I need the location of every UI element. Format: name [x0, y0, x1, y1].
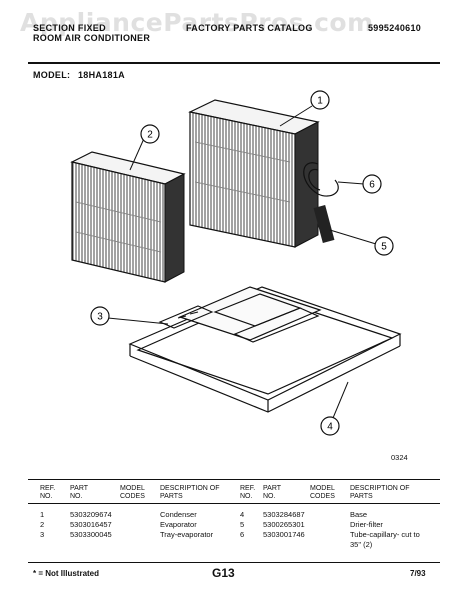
part-description: Condenser — [160, 510, 197, 519]
ref-number: 6 — [240, 530, 245, 539]
table-header-rule — [28, 503, 440, 504]
callout-leaders — [107, 105, 377, 419]
ref-number: 3 — [40, 530, 45, 539]
diagram-code: 0324 — [391, 453, 408, 462]
model-value: 18HA181A — [78, 70, 125, 80]
header-section-title: SECTION FIXED — [33, 23, 106, 33]
ref-number: 1 — [40, 510, 45, 519]
header-catalog-title: FACTORY PARTS CATALOG — [186, 23, 313, 33]
part-number: 5303209674 — [70, 510, 112, 519]
col-header-codes-left: MODEL CODES — [120, 485, 145, 500]
col-header-part-right: PART NO. — [263, 485, 281, 500]
col-header-ref-left: REF. NO. — [40, 485, 56, 500]
callout-5: 5 — [374, 236, 394, 256]
callout-2: 2 — [140, 124, 160, 144]
page-number: G13 — [212, 566, 235, 580]
part-description: Base — [350, 510, 368, 519]
svg-text:3: 3 — [97, 312, 103, 323]
ref-number: 2 — [40, 520, 45, 529]
callout-3: 3 — [90, 306, 110, 326]
col-header-codes-right: MODEL CODES — [310, 485, 335, 500]
col-header-ref-right: REF. NO. — [240, 485, 256, 500]
svg-text:2: 2 — [147, 130, 153, 141]
part-number: 5303300045 — [70, 530, 112, 539]
drier-filter — [313, 205, 335, 243]
col-header-part-left: PART NO. — [70, 485, 88, 500]
header-catalog-number: 5995240610 — [368, 23, 422, 33]
evaporator-tray — [158, 305, 214, 329]
part-number: 5303016457 — [70, 520, 112, 529]
condenser-coil — [188, 99, 320, 248]
ref-number: 5 — [240, 520, 245, 529]
base-pan — [128, 286, 402, 413]
svg-text:4: 4 — [327, 422, 333, 433]
footer-rule — [28, 562, 440, 563]
header-product-type: ROOM AIR CONDITIONER — [33, 33, 151, 43]
part-description: Tray-evaporator — [160, 530, 214, 539]
col-header-desc-left: DESCRIPTION OF PARTS — [160, 485, 220, 500]
evaporator-coil — [70, 151, 186, 283]
watermark: AppliancePartsPros.com — [20, 8, 374, 37]
footer-note: * = Not Illustrated — [33, 569, 100, 578]
part-description: Tube-capillary- cut to 35" (2) — [350, 530, 420, 549]
ref-number: 4 — [240, 510, 245, 519]
col-header-desc-right: DESCRIPTION OF PARTS — [350, 485, 410, 500]
parts-diagram: 1 2 3 4 5 6 — [70, 90, 402, 436]
table-top-rule — [28, 479, 440, 480]
part-number: 5300265301 — [263, 520, 305, 529]
svg-text:6: 6 — [369, 180, 375, 191]
callout-4: 4 — [320, 416, 340, 436]
model-label: MODEL: — [33, 70, 71, 80]
revision-date: 7/93 — [410, 569, 426, 578]
svg-text:5: 5 — [381, 242, 387, 253]
part-description: Evaporator — [160, 520, 197, 529]
part-number: 5303284687 — [263, 510, 305, 519]
callout-1: 1 — [310, 90, 330, 110]
part-description: Drier-filter — [350, 520, 383, 529]
callout-6: 6 — [362, 174, 382, 194]
part-number: 5303001746 — [263, 530, 305, 539]
capillary-tubes — [303, 162, 339, 197]
svg-text:1: 1 — [317, 96, 323, 107]
header-rule — [28, 62, 440, 64]
